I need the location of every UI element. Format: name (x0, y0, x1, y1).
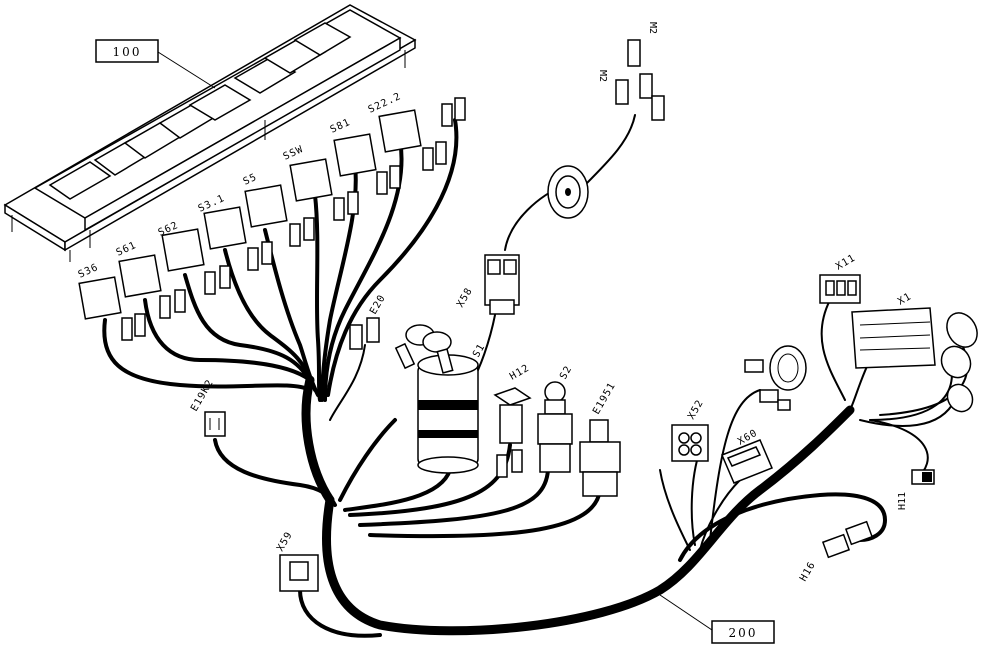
label-e19k2: E19K2 (189, 378, 216, 414)
label-ssw: SSW (282, 144, 306, 163)
label-s81: S81 (329, 117, 353, 136)
label-x59: X59 (275, 530, 295, 554)
ref-100-label: 100 (113, 45, 142, 59)
label-e20: E20 (368, 293, 388, 317)
connector-h11 (911, 469, 935, 485)
label-h11: H11 (897, 492, 908, 510)
label-x52: X52 (686, 398, 706, 422)
connector-x52 (671, 424, 709, 462)
connector-x1 (851, 307, 936, 369)
harness-trunk (301, 375, 888, 636)
label-s61: S61 (115, 240, 139, 259)
connector-x59 (279, 554, 319, 592)
label-x11: X11 (834, 253, 858, 273)
label-e1951: E1951 (591, 381, 618, 417)
lamp-sockets-right (940, 312, 978, 413)
label-h12: H12 (508, 363, 532, 383)
switch-connectors (78, 97, 466, 341)
label-s22-2: S22.2 (367, 91, 403, 116)
switch-wires (102, 114, 969, 638)
label-m2-top: M2 (647, 22, 658, 34)
lamp-h12 (493, 387, 532, 478)
ref-200-label: 200 (729, 626, 758, 640)
label-s5: S5 (242, 172, 259, 188)
socket-e1951 (579, 419, 621, 497)
connector-x60 (721, 439, 773, 484)
connector-e19k2 (204, 411, 226, 437)
reference-200: 200 (659, 594, 775, 644)
grommet (547, 165, 589, 219)
ignition-switch (394, 324, 479, 474)
label-h16: H16 (798, 560, 818, 584)
switch-panel (3, 4, 417, 262)
label-x58: X58 (455, 286, 475, 310)
connector-m2 (615, 39, 665, 121)
connector-h16 (821, 520, 874, 559)
label-s36: S36 (77, 262, 101, 281)
label-s1: S1 (471, 342, 488, 360)
round-connector (744, 345, 807, 411)
label-m2-left: M2 (597, 70, 608, 82)
label-x1: X1 (896, 291, 914, 308)
reference-100: 100 (95, 39, 216, 89)
connector-x11 (819, 274, 861, 304)
pushbutton-s2 (537, 381, 573, 473)
label-s2: S2 (558, 364, 575, 382)
connector-x58 (484, 254, 520, 315)
connector-e20 (349, 317, 380, 350)
